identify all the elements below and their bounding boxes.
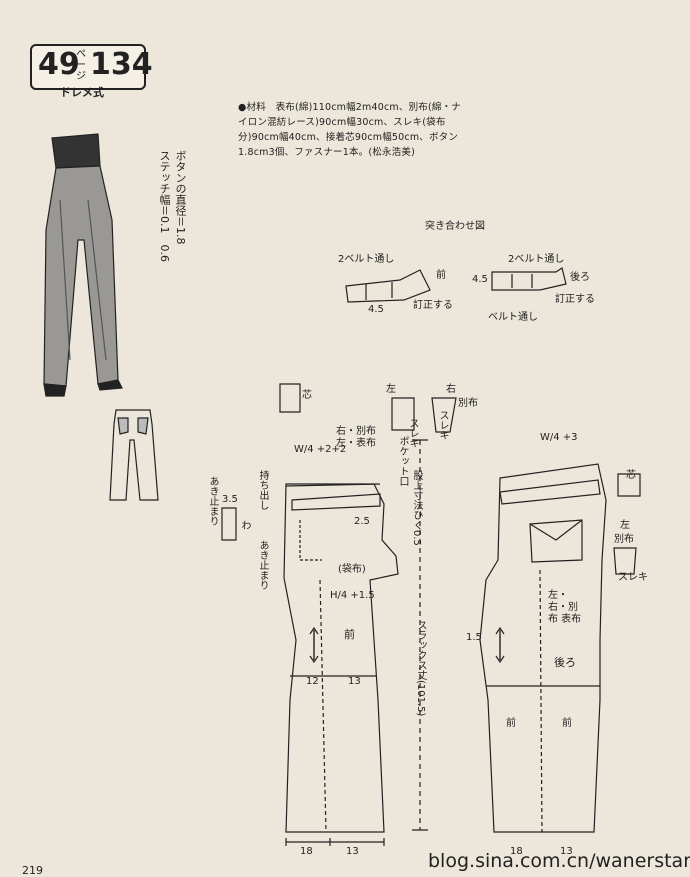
dim-12-front: 12: [306, 676, 319, 687]
betsununo-label: 別布: [458, 398, 478, 409]
assembly-back-label: 後ろ: [570, 272, 590, 283]
correct-label-2: 訂正する: [555, 294, 595, 305]
back-betsununo-label: 別布: [614, 534, 634, 545]
dim-25-front: 2.5: [354, 516, 370, 527]
sureki-label-front: スレキ: [407, 418, 418, 448]
badge-subtitle: ドレメ式: [60, 86, 104, 99]
right-left-fabric-label: 右・別布 左・表布: [336, 426, 376, 449]
sureki-label-2: スレキ: [437, 410, 448, 440]
back-left-label: 左: [620, 520, 630, 531]
crotch-label: 股上寸法ひく0.5: [411, 470, 422, 546]
badge-page-label: ページ: [76, 49, 86, 82]
back-front-label-1: 前: [506, 718, 516, 729]
belt-loop-label-1: 2ベルト通し: [338, 254, 395, 265]
dim-18-right: 18: [510, 846, 523, 857]
back-small-parts: [613, 473, 641, 575]
wa-label: わ: [239, 520, 250, 530]
stitch-width-note: ステッチ幅＝0.1 0.6: [158, 150, 171, 262]
back-label: 後ろ: [554, 656, 576, 669]
belt-loop-label-2: 2ベルト通し: [508, 254, 565, 265]
front-label: 前: [344, 628, 355, 641]
badge-number-right: 134: [90, 47, 153, 82]
figure-illustration: [43, 133, 123, 397]
mochidashi-label: 持ち出し: [257, 470, 268, 510]
right-label: 右: [446, 384, 456, 395]
akidomari-label-1: あき止まり: [207, 476, 218, 526]
fukuro-label: (袋布): [338, 564, 366, 575]
dim-45-back: 4.5: [472, 274, 488, 285]
front-small-parts: [221, 383, 457, 541]
pocket-mouth-label: ポケット口: [397, 436, 408, 486]
page-badge: 49 ページ 134: [30, 44, 153, 90]
shin-label: 芯: [302, 390, 312, 401]
front-pants-piece: [283, 483, 399, 833]
materials-text: ●材料 表布(綿)110cm幅2m40cm、別布(綿・ナイロン混紡レース)90c…: [238, 102, 461, 158]
left-label: 左: [386, 384, 396, 395]
dim-18-left: 18: [300, 846, 313, 857]
dim-13-left: 13: [346, 846, 359, 857]
back-sureki-label: スレキ: [618, 572, 648, 583]
waist-formula-front: W/4 +2+2: [294, 444, 347, 455]
assembly-front-label: 前: [436, 270, 446, 281]
assembly-sketch-front: [345, 269, 431, 303]
dim-45-front: 4.5: [368, 304, 384, 315]
dim-35-front: 3.5: [222, 494, 238, 505]
slacks-length-label: スラックス丈(101.5): [415, 620, 426, 717]
belt-loop-label-3: ベルト通し: [488, 312, 538, 323]
badge-number-left: 49: [38, 47, 80, 82]
assembly-title: 突き合わせ図: [425, 221, 485, 232]
correct-label-1: 訂正する: [413, 300, 453, 311]
dim-15-back: 1.5: [466, 632, 482, 643]
dim-13-right: 13: [560, 846, 573, 857]
akidomari-label-2: あき止まり: [257, 540, 268, 590]
button-diameter-note: ボタンの直径＝1.8: [174, 150, 187, 245]
left-right-fabric-label: 左・右・別布 表布: [548, 590, 582, 625]
hip-formula: H/4 +1.5: [330, 590, 375, 601]
watermark: blog.sina.com.cn/wanerstart: [428, 850, 690, 872]
back-view-illustration: [109, 409, 159, 501]
back-front-label-2: 前: [562, 718, 572, 729]
back-pants-piece: [479, 463, 607, 833]
dim-13-front: 13: [348, 676, 361, 687]
back-shin-label: 芯: [626, 470, 636, 481]
assembly-sketch-back: [491, 267, 567, 291]
waist-formula-back: W/4 +3: [540, 432, 578, 443]
page-number: 219: [22, 864, 43, 877]
